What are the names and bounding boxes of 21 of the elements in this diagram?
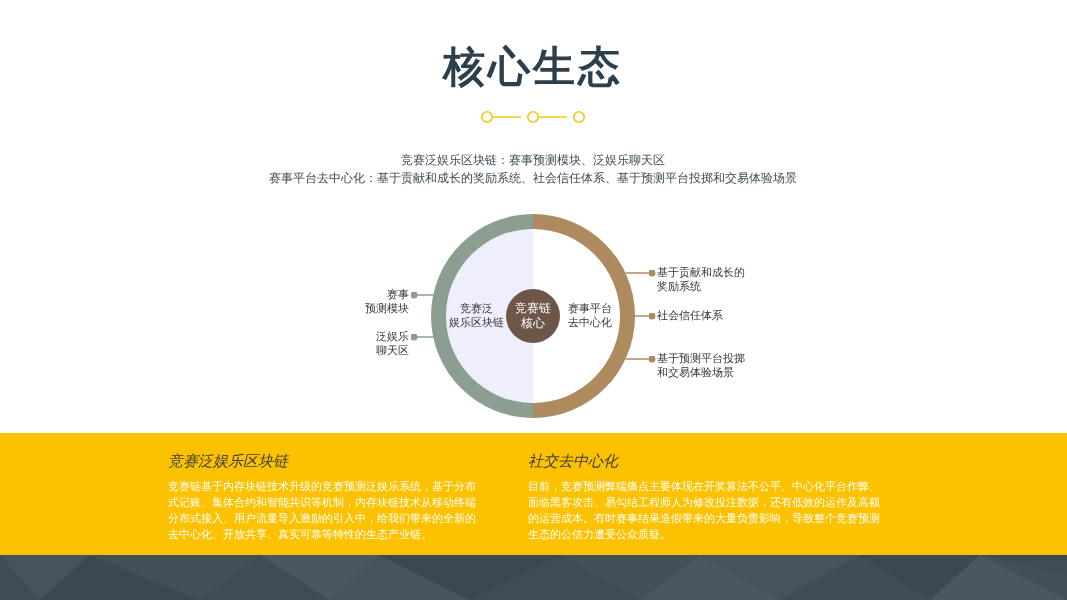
section-heading: 竞赛泛娱乐区块链 [168, 451, 288, 471]
section-heading: 社交去中心化 [528, 451, 618, 471]
page-title: 核心生态 [443, 41, 623, 93]
leader-line [634, 312, 656, 320]
leader-line [624, 355, 656, 363]
paragraph: 目前，竞赛预测弊端痛点主要体现在开奖算法不公平、中心化平台作弊、面临黑客攻击、易勾结工程师人为修改投注数据，还有低效的运作及高额的运营成本。有时赛事结果造假带来的大量负责影响，导致整个竞赛预测生态的公信力遭受公众质疑。 [528, 479, 881, 543]
segment-label: 竞赛泛娱乐区块链 [448, 302, 504, 330]
callout-label: 泛娱乐聊天区 [376, 330, 409, 358]
info-band [0, 433, 1067, 555]
segment-label: 赛事平台去中心化 [568, 302, 612, 330]
core-circle: 竞赛链核心 [506, 289, 560, 343]
callout-label: 基于预测平台投掷和交易体验场景 [657, 352, 745, 380]
leader-line [410, 291, 434, 299]
leader-line [624, 269, 656, 277]
subtitle-text: 赛事平台去中心化：基于贡献和成长的奖励系统、社会信任体系、基于预测平台投掷和交易体验场景 [269, 170, 797, 187]
subtitle-text: 竞赛泛娱乐区块链：赛事预测模块、泛娱乐聊天区 [401, 152, 665, 169]
paragraph: 竞赛链基于内存块链技术升级的竞赛预测泛娱乐系统，基于分布式记账、集体合约和智能共识等机制，内存块链技术从移动终端分布式接入、用户流量导入激励的引入中，给我们带来的全新的去中心化、开放共享、真实可靠等特性的生态产业链。 [168, 479, 477, 543]
leader-line [410, 333, 434, 341]
callout-label: 赛事预测模块 [365, 288, 409, 316]
callout-label: 社会信任体系 [657, 309, 723, 323]
callout-label: 基于贡献和成长的奖励系统 [657, 266, 745, 294]
